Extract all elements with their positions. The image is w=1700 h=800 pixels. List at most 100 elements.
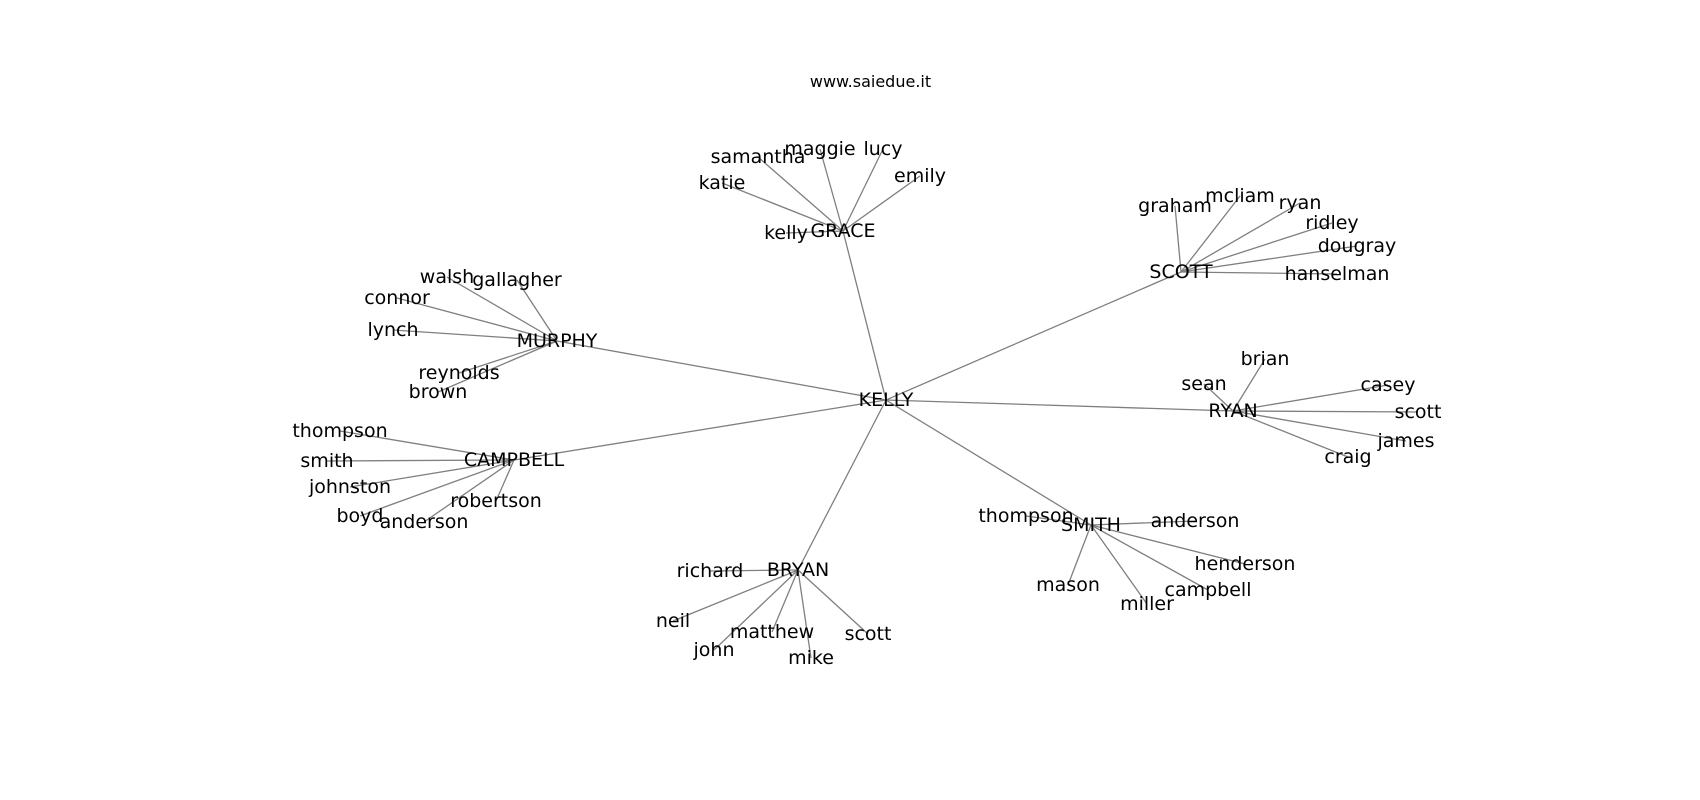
node-leaf: graham (1138, 195, 1212, 217)
edge-smith-anderson (1090, 520, 1196, 526)
node-leaf: dougray (1318, 235, 1397, 257)
edge-grace-katie (721, 182, 844, 232)
node-leaf: lucy (863, 138, 902, 160)
edge-murphy-connor (396, 297, 558, 342)
edge-murphy-walsh (446, 276, 558, 342)
edge-bryan-matthew (771, 569, 799, 633)
node-leaf: ridley (1305, 212, 1358, 234)
edge-ryan-james (1232, 410, 1407, 442)
edge-murphy-gallagher (516, 279, 558, 342)
node-leaf: scott (845, 623, 892, 645)
edge-campbell-anderson (423, 459, 515, 523)
node-leaf: casey (1361, 374, 1416, 396)
edge-scott-hanselman (1180, 271, 1338, 275)
node-leaf: john (693, 639, 735, 661)
edge-bryan-richard (709, 569, 799, 572)
edge-center-campbell (513, 399, 887, 461)
node-leaf: sean (1181, 373, 1226, 395)
node-leaf: miller (1120, 593, 1174, 615)
node-leaf: mcliam (1205, 185, 1275, 207)
graph-edges (326, 148, 1419, 659)
edge-murphy-brown (437, 340, 558, 393)
edge-bryan-mike (797, 569, 812, 659)
edge-center-ryan (885, 399, 1234, 412)
node-leaf: samantha (711, 146, 806, 168)
edge-scott-mcliam (1180, 195, 1241, 273)
node-hub-murphy: MURPHY (517, 330, 598, 352)
edge-ryan-brian (1232, 358, 1266, 412)
node-leaf: anderson (380, 511, 469, 533)
node-hub-scott: SCOTT (1149, 261, 1213, 283)
edge-scott-ryan (1180, 202, 1301, 273)
node-leaf: matthew (730, 621, 814, 643)
edge-center-bryan (797, 399, 887, 571)
edge-ryan-casey (1232, 384, 1389, 412)
edge-center-scott (885, 271, 1182, 401)
node-leaf: hanselman (1285, 263, 1390, 285)
edge-ryan-scott (1232, 410, 1419, 413)
edge-center-murphy (556, 340, 887, 401)
edge-bryan-scott (797, 569, 869, 635)
node-leaf: emily (894, 165, 946, 187)
node-leaf: mason (1036, 574, 1100, 596)
edge-grace-kelly (785, 230, 844, 234)
node-leaf: richard (677, 560, 744, 582)
edge-grace-emily (842, 175, 921, 232)
node-leaf: reynolds (418, 362, 499, 384)
edge-murphy-reynolds (458, 340, 558, 374)
node-leaf: thompson (978, 505, 1073, 527)
node-leaf: neil (656, 610, 690, 632)
node-hub-grace: GRACE (810, 220, 875, 242)
node-leaf: henderson (1195, 553, 1296, 575)
node-leaf: katie (699, 172, 746, 194)
edge-grace-samantha (757, 156, 844, 232)
edge-smith-miller (1090, 524, 1148, 605)
node-leaf: johnston (308, 476, 391, 498)
node-leaf: anderson (1151, 510, 1240, 532)
edge-campbell-boyd (359, 459, 515, 517)
edge-campbell-robertson (495, 459, 515, 502)
node-leaf: campbell (1165, 579, 1252, 601)
node-leaf: maggie (784, 138, 855, 160)
node-leaf: gallagher (472, 269, 562, 291)
edge-scott-dougray (1180, 245, 1358, 273)
node-leaf: kelly (764, 222, 808, 244)
node-leaf: thompson (292, 420, 387, 442)
node-leaf: smith (300, 450, 353, 472)
edge-ryan-craig (1232, 410, 1349, 458)
edge-smith-campbell (1090, 524, 1209, 591)
edge-smith-thompson (1025, 515, 1092, 526)
node-hub-campbell: CAMPBELL (464, 449, 565, 471)
edge-grace-maggie (819, 148, 844, 232)
node-hub-ryan: RYAN (1208, 400, 1257, 422)
node-leaf: craig (1324, 446, 1371, 468)
edge-smith-mason (1067, 524, 1092, 586)
edge-ryan-sean (1203, 383, 1234, 412)
edge-campbell-thompson (339, 430, 515, 461)
edge-scott-ridley (1180, 222, 1333, 273)
edge-scott-graham (1174, 205, 1182, 273)
node-leaf: scott (1395, 401, 1442, 423)
node-leaf: ryan (1279, 192, 1322, 214)
node-leaf: walsh (420, 266, 474, 288)
edge-campbell-smith (326, 459, 515, 462)
node-center: KELLY (859, 389, 914, 411)
node-leaf: brown (409, 381, 468, 403)
edge-bryan-neil (672, 569, 799, 622)
edge-center-smith (885, 399, 1092, 526)
diagram-title: www.saiedue.it (809, 72, 932, 91)
edge-smith-henderson (1090, 524, 1246, 565)
edge-murphy-lynch (392, 329, 558, 342)
node-leaf: brian (1241, 348, 1290, 370)
node-hub-bryan: BRYAN (767, 559, 829, 581)
node-leaf: james (1376, 430, 1434, 452)
node-leaf: mike (788, 647, 834, 669)
edge-bryan-john (713, 569, 799, 651)
edge-grace-lucy (842, 148, 884, 232)
node-leaf: lynch (367, 319, 418, 341)
node-leaf: robertson (450, 490, 542, 512)
edge-campbell-johnston (349, 459, 515, 488)
node-leaf: boyd (337, 505, 384, 527)
